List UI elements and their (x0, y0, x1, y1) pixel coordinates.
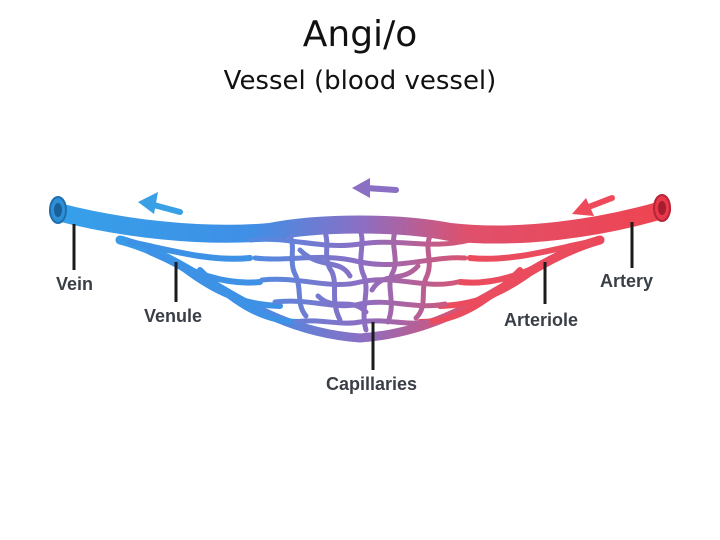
vein-label: Vein (56, 274, 94, 294)
capillary-network (247, 227, 473, 333)
flow-arrow-vein-icon (138, 192, 183, 215)
arteriole-branches (417, 239, 593, 325)
flow-arrow-capillary-icon (352, 178, 399, 198)
artery-label: Artery (600, 271, 654, 291)
capillaries-label: Capillaries (326, 374, 418, 394)
venule-branches (127, 239, 303, 325)
slide-title: Angi/o (302, 14, 418, 55)
venule-label: Venule (144, 306, 203, 326)
vein-opening (49, 196, 67, 224)
leader-lines (72, 222, 634, 370)
flow-arrow-artery-icon (572, 195, 615, 216)
slide-subtitle: Vessel (blood vessel) (223, 66, 497, 96)
artery-opening (653, 194, 671, 222)
arteriole-label: Arteriole (504, 310, 579, 330)
main-vessel-upper (49, 201, 671, 244)
